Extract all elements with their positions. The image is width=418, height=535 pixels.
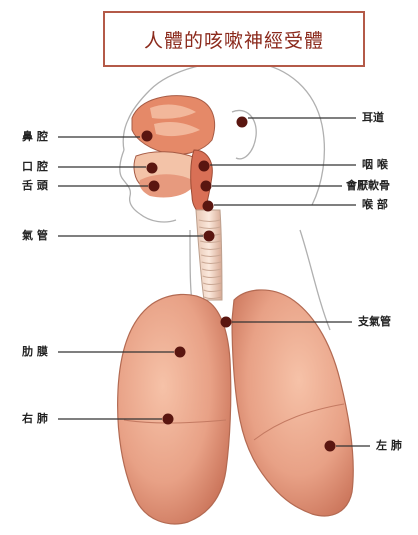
receptor-dot-ear-canal — [237, 117, 248, 128]
label-tongue: 舌 頭 — [22, 180, 48, 192]
diagram-title: 人體的咳嗽神經受體 — [144, 26, 324, 53]
receptor-dot-larynx — [203, 201, 214, 212]
receptor-dot-oral-cavity — [147, 163, 158, 174]
receptor-dot-trachea — [204, 231, 215, 242]
left-lung-shape — [232, 290, 353, 516]
receptor-dot-right-lung — [163, 414, 174, 425]
label-nasal-cavity: 鼻 腔 — [22, 131, 48, 143]
label-bronchus: 支氣管 — [358, 316, 391, 328]
nasal-oral-region — [132, 96, 215, 216]
label-oral-cavity: 口 腔 — [22, 161, 48, 173]
label-left-lung: 左 肺 — [376, 440, 402, 452]
receptor-dot-bronchus — [221, 317, 232, 328]
receptor-dot-pleura — [175, 347, 186, 358]
receptor-dot-tongue — [149, 181, 160, 192]
label-trachea: 氣 管 — [22, 230, 48, 242]
label-larynx: 喉 部 — [362, 199, 388, 211]
label-pharynx: 咽 喉 — [362, 159, 388, 171]
label-ear-canal: 耳道 — [362, 112, 384, 124]
receptor-dot-left-lung — [325, 441, 336, 452]
label-pleura: 肋 膜 — [22, 346, 48, 358]
trachea-tube — [196, 210, 222, 300]
label-right-lung: 右 肺 — [22, 413, 48, 425]
title-box: 人體的咳嗽神經受體 — [103, 11, 365, 67]
label-epiglottis: 會厭軟骨 — [346, 180, 390, 192]
right-lung-shape — [118, 294, 231, 524]
receptor-dot-epiglottis — [201, 181, 212, 192]
receptor-dot-nasal-cavity — [142, 131, 153, 142]
receptor-dot-pharynx — [199, 161, 210, 172]
